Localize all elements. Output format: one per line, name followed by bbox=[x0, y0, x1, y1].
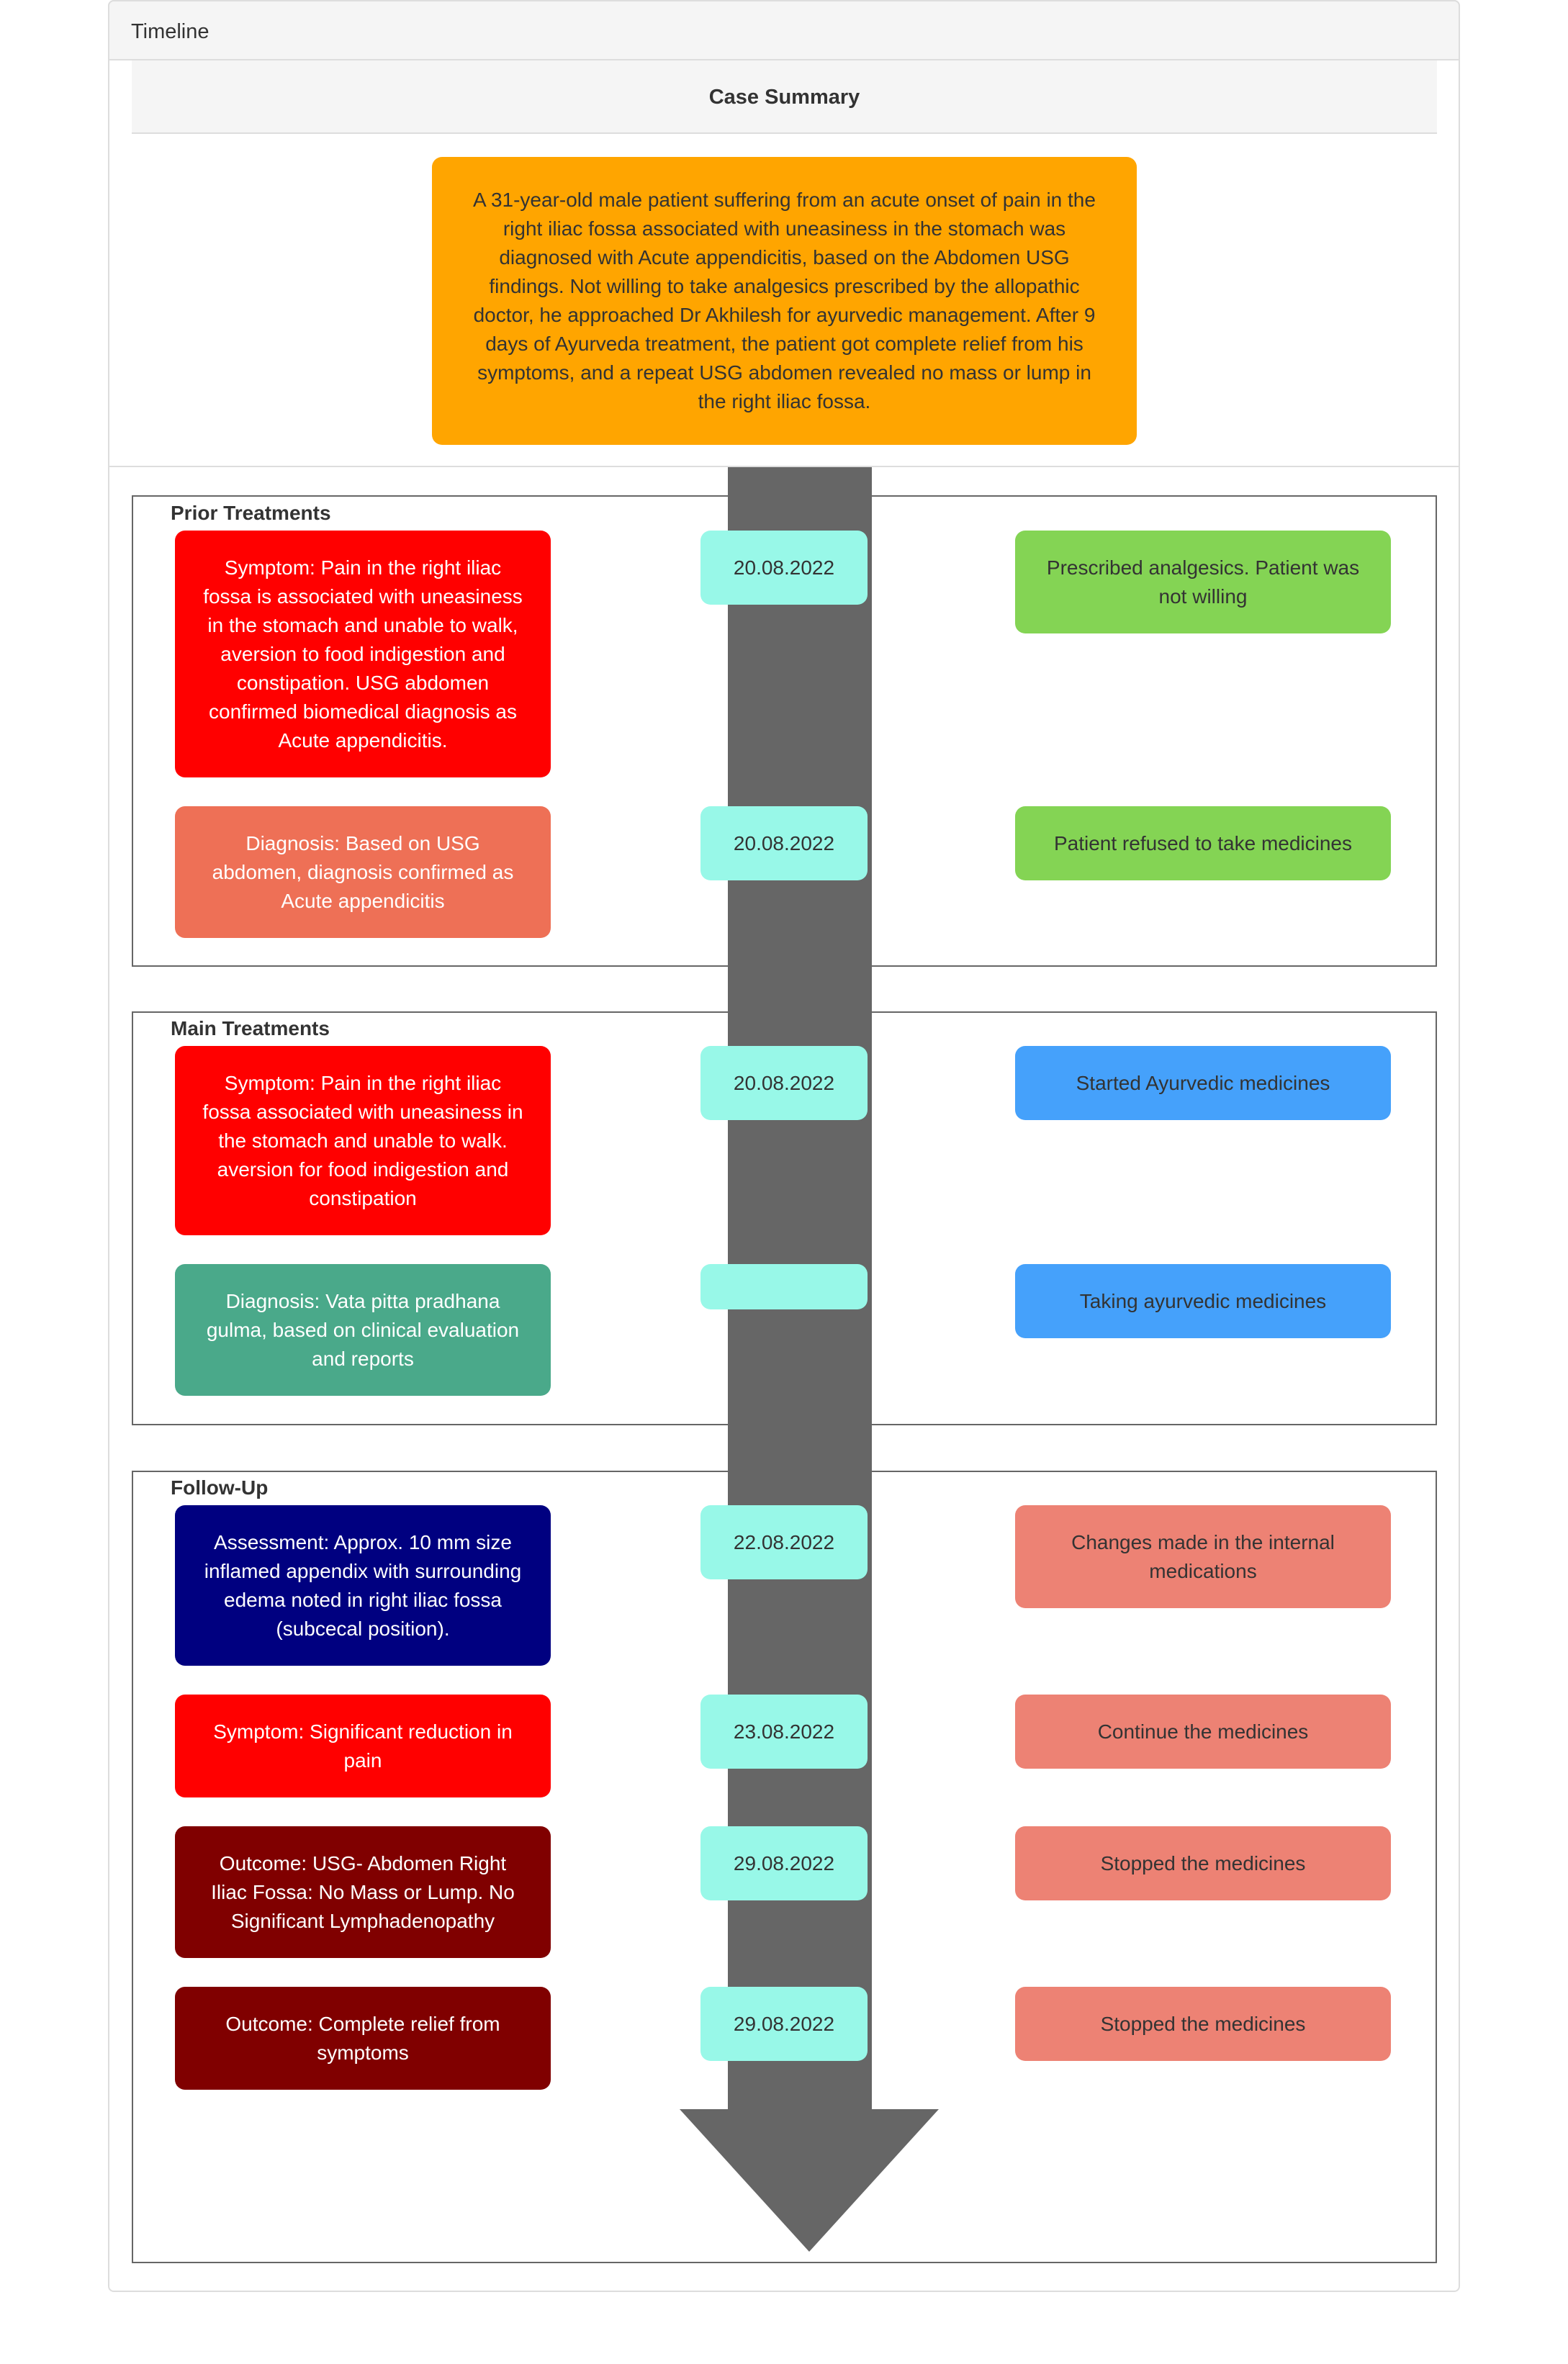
event-diagnosis-box: Diagnosis: Based on USG abdomen, diagnos… bbox=[175, 806, 551, 938]
event-date-box: 22.08.2022 bbox=[700, 1505, 868, 1579]
event-assessment-box: Assessment: Approx. 10 mm size inflamed … bbox=[175, 1505, 551, 1666]
event-action-box: Prescribed analgesics. Patient was not w… bbox=[1015, 531, 1391, 633]
section-title-follow-up: Follow-Up bbox=[171, 1476, 269, 1499]
event-action-box: Continue the medicines bbox=[1015, 1695, 1391, 1769]
timeline-arrowhead-icon bbox=[680, 2109, 939, 2252]
event-symptom-box: Symptom: Significant reduction in pain bbox=[175, 1695, 551, 1797]
event-action-box: Changes made in the internal medications bbox=[1015, 1505, 1391, 1608]
event-action-box: Started Ayurvedic medicines bbox=[1015, 1046, 1391, 1120]
event-date-box bbox=[700, 1264, 868, 1309]
event-symptom-box: Symptom: Pain in the right iliac fossa i… bbox=[175, 531, 551, 777]
event-symptom-box: Symptom: Pain in the right iliac fossa a… bbox=[175, 1046, 551, 1235]
event-date-box: 29.08.2022 bbox=[700, 1826, 868, 1900]
event-action-box: Taking ayurvedic medicines bbox=[1015, 1264, 1391, 1338]
case-summary-title: Case Summary bbox=[132, 60, 1437, 134]
section-title-main-treatments: Main Treatments bbox=[171, 1017, 330, 1039]
panel-heading: Timeline bbox=[108, 0, 1460, 60]
event-date-box: 20.08.2022 bbox=[700, 1046, 868, 1120]
event-date-box: 20.08.2022 bbox=[700, 806, 868, 880]
event-action-box: Stopped the medicines bbox=[1015, 1826, 1391, 1900]
event-date-box: 23.08.2022 bbox=[700, 1695, 868, 1769]
event-date-box: 29.08.2022 bbox=[700, 1987, 868, 2061]
section-title-prior-treatments: Prior Treatments bbox=[171, 502, 331, 524]
event-outcome-box: Outcome: USG- Abdomen Right Iliac Fossa:… bbox=[175, 1826, 551, 1958]
event-action-box: Stopped the medicines bbox=[1015, 1987, 1391, 2061]
case-summary-text: A 31-year-old male patient suffering fro… bbox=[432, 157, 1137, 445]
panel-divider bbox=[108, 466, 1460, 467]
event-action-box: Patient refused to take medicines bbox=[1015, 806, 1391, 880]
event-outcome-box: Outcome: Complete relief from symptoms bbox=[175, 1987, 551, 2090]
event-diagnosis-box: Diagnosis: Vata pitta pradhana gulma, ba… bbox=[175, 1264, 551, 1396]
event-date-box: 20.08.2022 bbox=[700, 531, 868, 605]
